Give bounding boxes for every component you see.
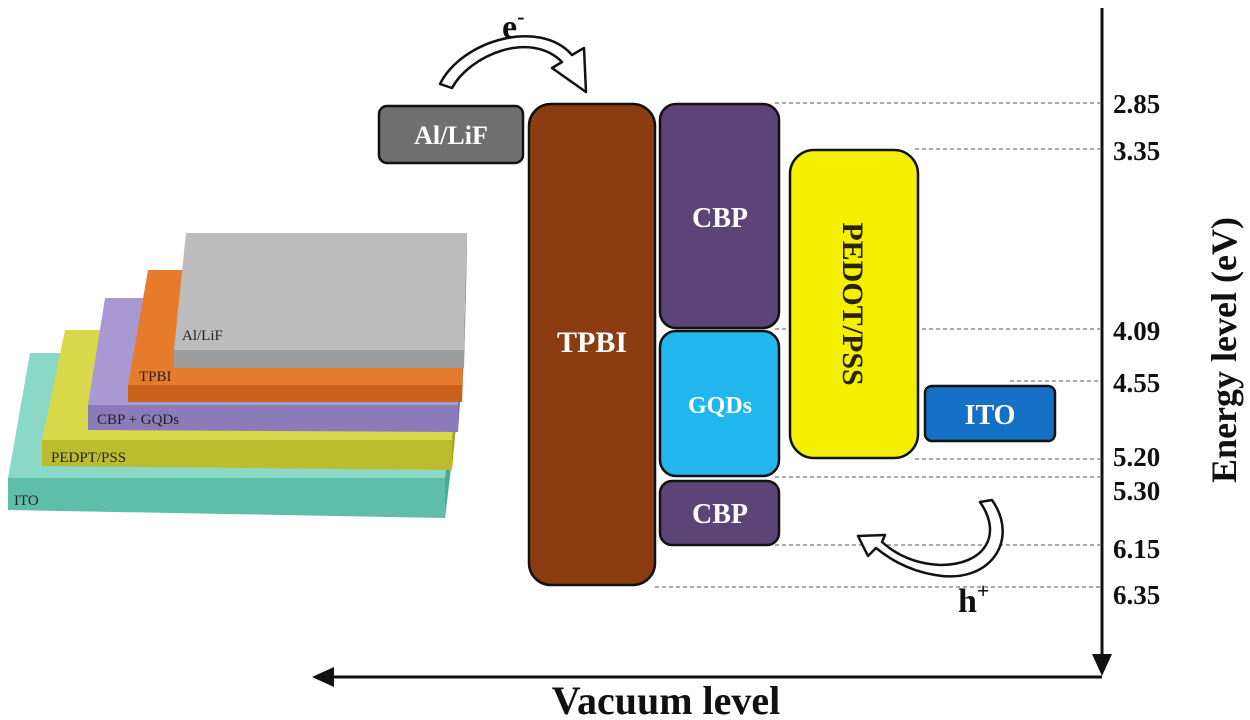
energy-axis-arrow-icon bbox=[1092, 654, 1112, 676]
band-cbp-bottom: CBP bbox=[658, 479, 781, 547]
band-label-cbp-top: CBP bbox=[692, 203, 748, 234]
energy-label: 6.15 bbox=[1113, 534, 1160, 564]
electron-label: e- bbox=[502, 4, 524, 46]
hole-label: h+ bbox=[958, 578, 989, 620]
band-label-cbp-bottom: CBP bbox=[692, 499, 748, 530]
energy-label: 3.35 bbox=[1113, 136, 1160, 166]
energy-label: 6.35 bbox=[1113, 580, 1160, 610]
device-stack: Al/LiF TPBI CBP + GQDs PEDPT/PSS ITO bbox=[8, 233, 467, 518]
band-al-lif: Al/LiF bbox=[377, 104, 525, 165]
band-cbp-top: CBP bbox=[658, 102, 781, 330]
vacuum-axis-arrow-icon bbox=[312, 667, 334, 687]
energy-label: 5.30 bbox=[1113, 476, 1160, 506]
energy-label: 4.09 bbox=[1113, 316, 1160, 346]
energy-label: 2.85 bbox=[1113, 89, 1160, 119]
stack-label-pedpt-pss: PEDPT/PSS bbox=[51, 450, 126, 466]
energy-level-labels: 2.85 3.35 4.09 4.55 5.20 5.30 6.15 6.35 bbox=[1113, 89, 1160, 610]
electron-injection: e- bbox=[438, 4, 588, 94]
vacuum-axis bbox=[312, 667, 1102, 687]
energy-label: 5.20 bbox=[1113, 442, 1160, 472]
stack-label-tpbi: TPBI bbox=[139, 369, 172, 385]
band-label-ito: ITO bbox=[965, 400, 1016, 431]
band-tpbi: TPBI bbox=[527, 102, 657, 587]
band-ito: ITO bbox=[923, 384, 1057, 443]
stack-label-al-lif: Al/LiF bbox=[182, 328, 223, 344]
hole-injection: h+ bbox=[856, 498, 1004, 620]
energy-label: 4.55 bbox=[1113, 368, 1160, 398]
electron-arrow-icon bbox=[438, 35, 588, 94]
stack-layer-al-lif bbox=[174, 233, 467, 368]
level-guide-lines bbox=[655, 102, 1100, 588]
vacuum-axis-title: Vacuum level bbox=[552, 678, 781, 720]
band-pedot-pss: PEDOT/PSS bbox=[788, 148, 920, 460]
stack-label-ito: ITO bbox=[14, 493, 39, 509]
band-label-tpbi: TPBI bbox=[557, 326, 627, 359]
band-label-gqds: GQDs bbox=[688, 393, 752, 419]
band-label-pedot-pss: PEDOT/PSS bbox=[836, 222, 869, 385]
energy-axis-title: Energy level (eV) bbox=[1204, 217, 1244, 483]
energy-axis bbox=[1092, 8, 1112, 676]
stack-label-cbp-gqds: CBP + GQDs bbox=[97, 412, 179, 428]
band-gqds: GQDs bbox=[658, 329, 781, 478]
hole-arrow-icon bbox=[856, 498, 1004, 578]
band-label-al-lif: Al/LiF bbox=[414, 121, 488, 150]
